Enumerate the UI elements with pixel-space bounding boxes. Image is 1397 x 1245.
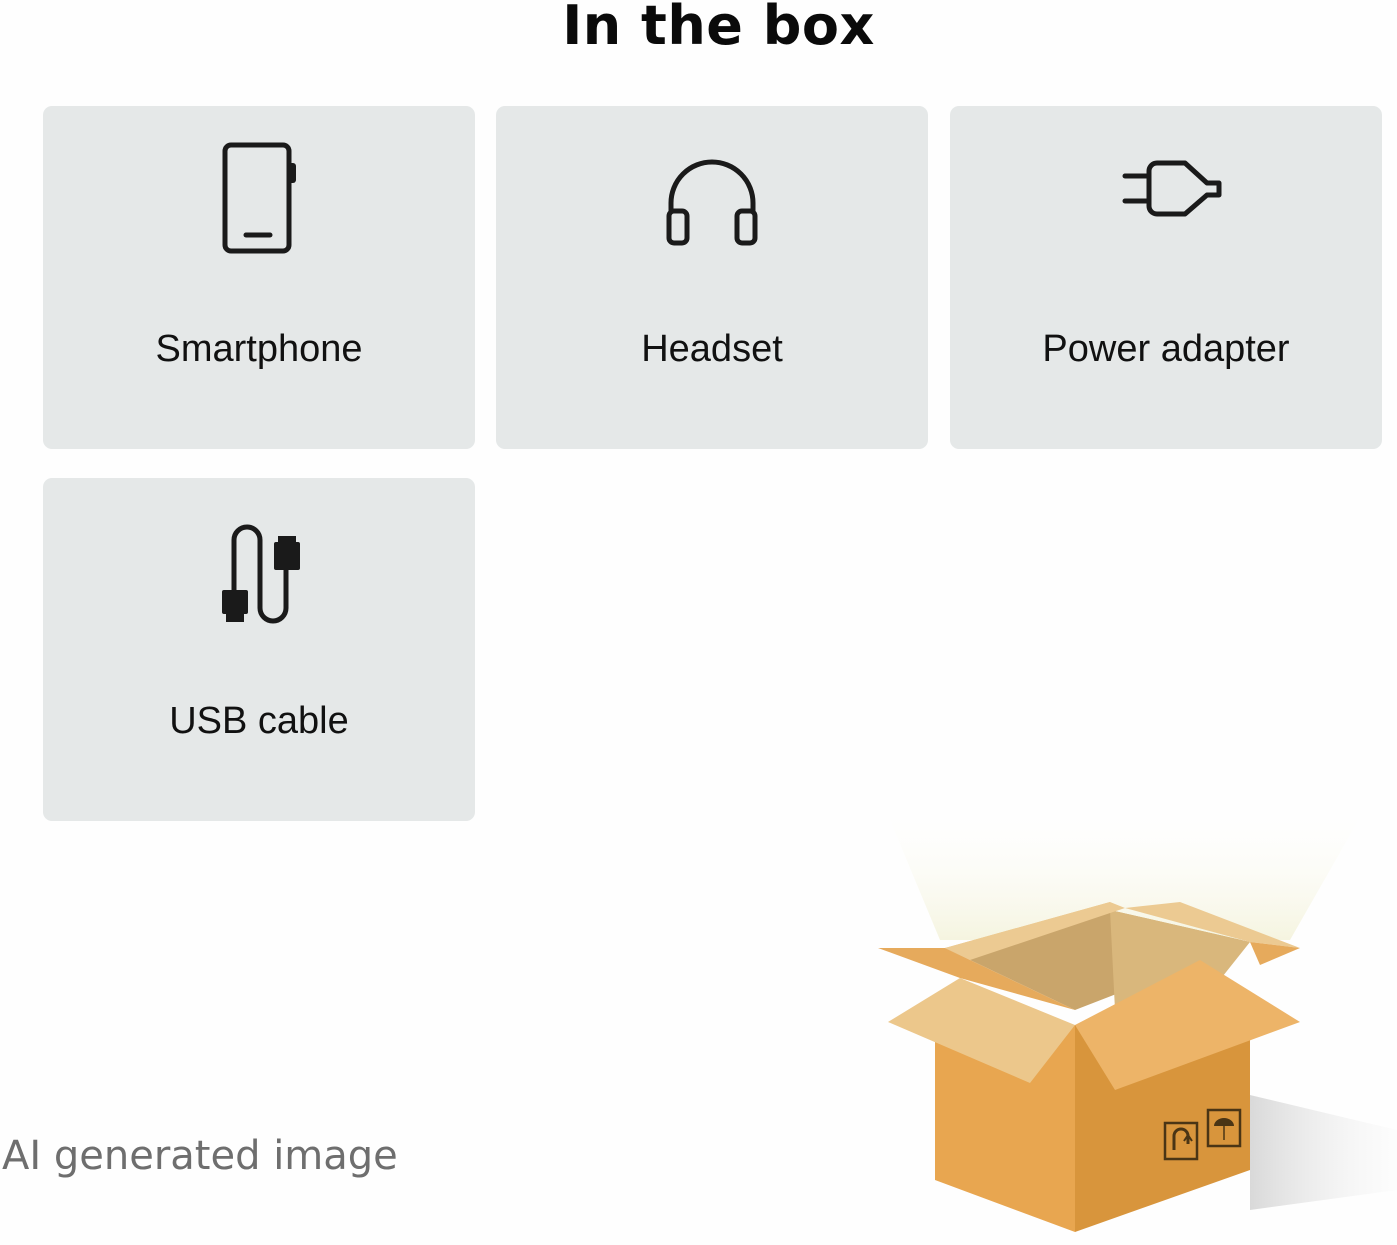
usb-cable-icon	[43, 508, 475, 638]
item-label: Smartphone	[155, 328, 363, 370]
open-box-illustration	[860, 800, 1397, 1240]
item-label: Power adapter	[1042, 328, 1290, 370]
item-label: USB cable	[169, 700, 349, 742]
ai-generated-watermark: AI generated image	[2, 1133, 398, 1179]
item-card-power-adapter: Power adapter	[950, 106, 1382, 449]
smartphone-icon	[43, 136, 475, 266]
item-card-usb-cable: USB cable	[43, 478, 475, 821]
page-title: In the box	[562, 0, 875, 57]
headphones-icon	[496, 136, 928, 266]
power-plug-icon	[950, 126, 1382, 256]
item-card-smartphone: Smartphone	[43, 106, 475, 449]
item-card-headset: Headset	[496, 106, 928, 449]
item-label: Headset	[641, 328, 783, 370]
